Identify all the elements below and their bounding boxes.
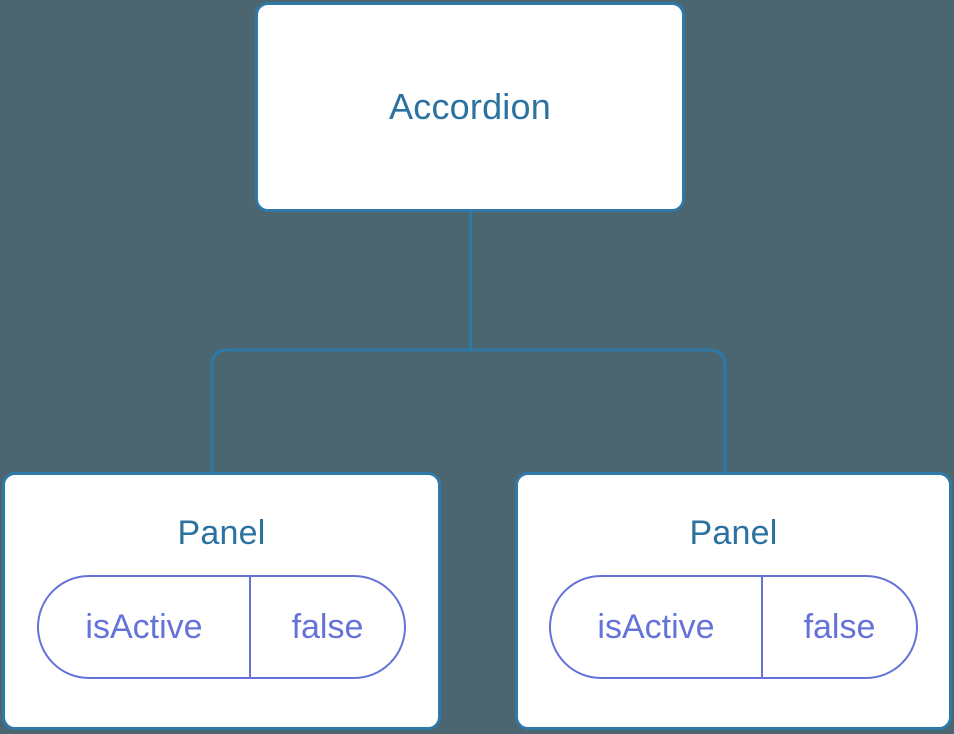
node-title: Panel [177,514,266,552]
edge-accordion-to-panel-0 [210,348,471,478]
prop-key: isActive [551,577,763,677]
prop-pill[interactable]: isActive false [37,575,406,679]
prop-value: false [803,608,876,646]
node-accordion[interactable]: Accordion [255,2,685,212]
prop-value: false [291,608,364,646]
prop-pill[interactable]: isActive false [549,575,918,679]
prop-key: isActive [39,577,251,677]
node-title: Panel [689,514,778,552]
node-panel-1[interactable]: Panel isActive false [515,472,952,730]
edge-accordion-to-panel-1 [470,348,727,478]
node-title: Accordion [389,86,551,127]
node-panel-0[interactable]: Panel isActive false [2,472,441,730]
